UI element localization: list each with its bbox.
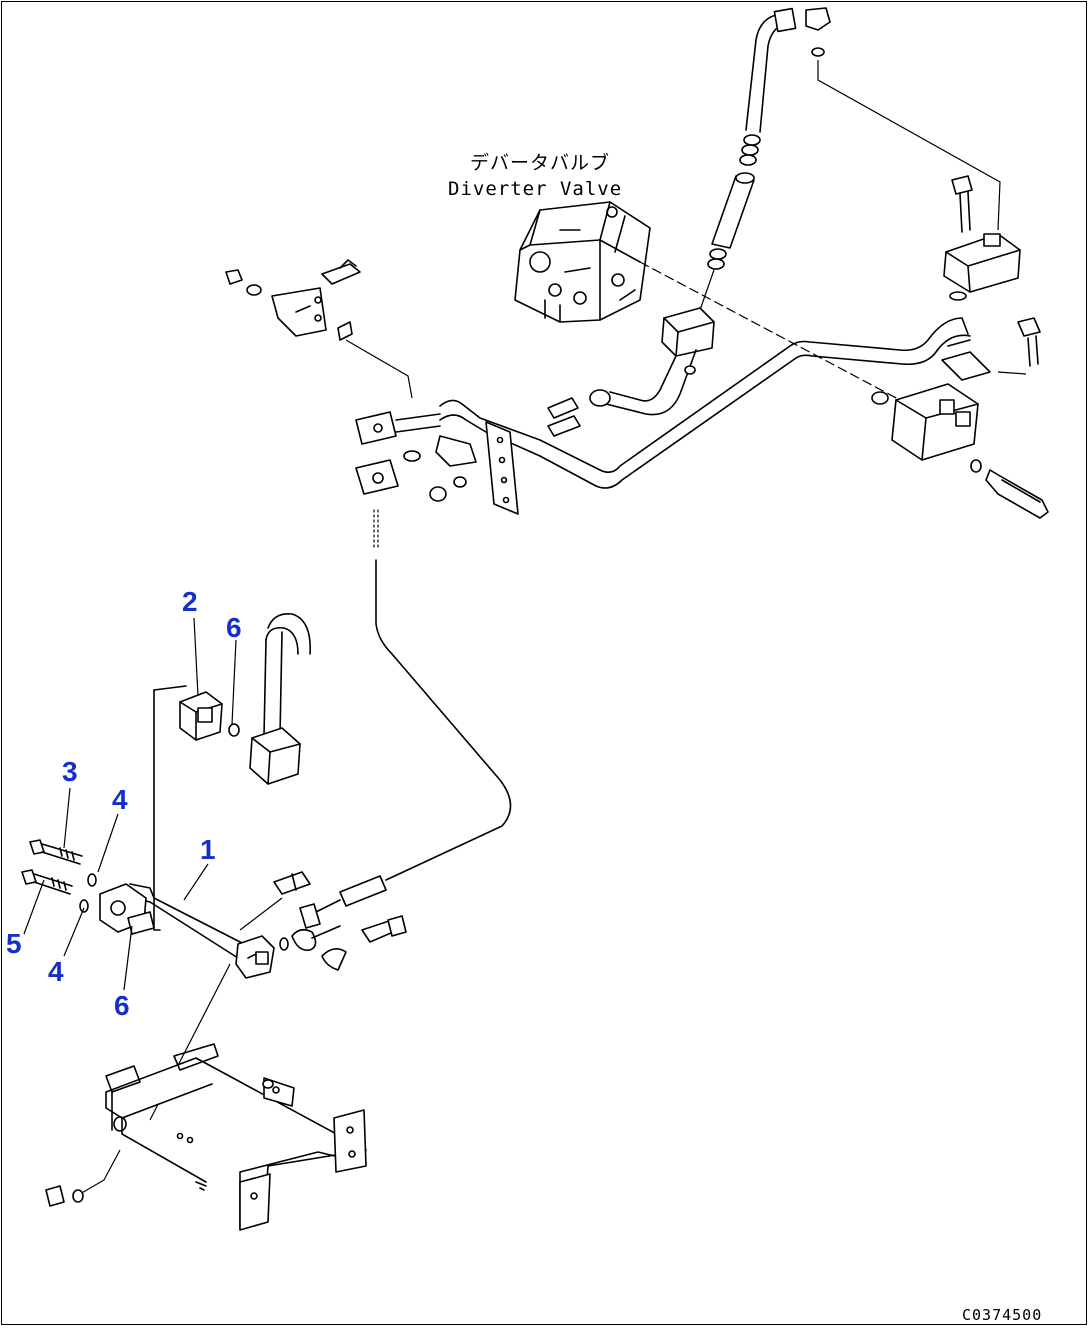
callout-4-upper[interactable]: 4 [112, 784, 128, 815]
cable-run [299, 509, 512, 929]
base-frame [45, 963, 367, 1231]
diverter-valve-label-jp: デバータバルブ [470, 152, 611, 174]
callout-2[interactable]: 2 [182, 586, 198, 617]
lower-fittings [239, 871, 407, 971]
upper-left-bracket [225, 259, 413, 399]
callout-5[interactable]: 5 [6, 928, 22, 959]
callout-6-lower[interactable]: 6 [114, 990, 130, 1021]
standpipe [249, 612, 311, 785]
bolts-3-5 [21, 839, 97, 913]
diverter-valve-label-en: Diverter Valve [448, 178, 623, 200]
callout-6-upper[interactable]: 6 [226, 612, 242, 643]
right-upper-block [943, 175, 1021, 301]
right-lower-block [871, 317, 1049, 519]
pipe-part-1 [99, 883, 275, 979]
upper-hose [699, 7, 1001, 311]
mounting-plate [153, 685, 187, 931]
block-part-2 [179, 691, 240, 741]
callout-leaders [23, 617, 237, 991]
diverter-valve [514, 201, 901, 401]
valve-elbow [547, 307, 715, 437]
central-clamp [355, 411, 519, 515]
callout-1[interactable]: 1 [200, 834, 216, 865]
main-tube [439, 317, 971, 489]
callout-3[interactable]: 3 [62, 756, 78, 787]
drawing-code: C0374500 [962, 1306, 1043, 1324]
callout-4-lower[interactable]: 4 [48, 956, 64, 987]
